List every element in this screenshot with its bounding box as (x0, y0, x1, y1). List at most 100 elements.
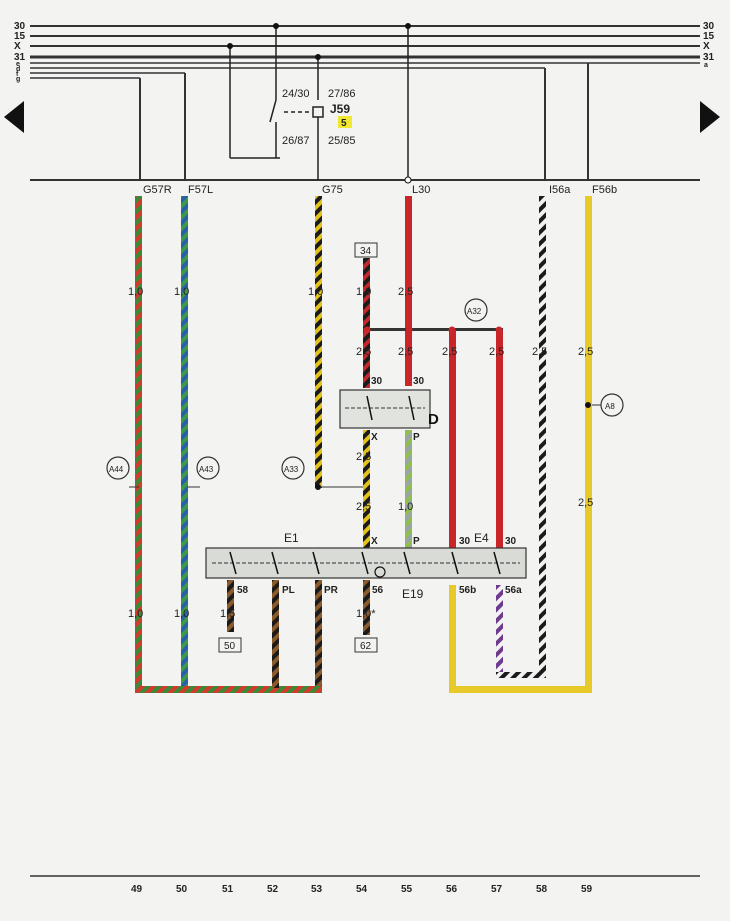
cs-label: 2,5 (532, 346, 547, 358)
wire-50 (181, 196, 188, 688)
column-number: 56 (446, 884, 458, 895)
ref-box-50 (218, 637, 242, 653)
junction-dot (405, 326, 413, 334)
connectors (106, 298, 624, 488)
wire-loop-57-58 (496, 672, 546, 678)
relay-pin-24-30: 24/30 (282, 88, 310, 100)
junction-dot (227, 43, 233, 49)
cs-label: 2,5 (442, 346, 457, 358)
power-buses (30, 25, 700, 79)
switch-block-e1-e4 (205, 547, 527, 579)
relay-j59 (229, 26, 409, 180)
cs-label: 1,0* (356, 608, 376, 620)
bus-label-30-right: 30 (703, 21, 715, 32)
pin-label: PL (282, 585, 295, 596)
pin-label: 56a (505, 585, 522, 596)
wire-code-g75: G75 (322, 184, 343, 196)
switch-e1-label: E1 (284, 531, 299, 545)
column-number: 57 (491, 884, 503, 895)
ref-box-62 (354, 637, 378, 653)
column-number: 49 (131, 884, 143, 895)
ref-box-62-text: 62 (360, 641, 372, 652)
wire-code-i56a: I56a (549, 184, 571, 196)
cs-label: 1,5 (220, 608, 235, 620)
junction-dot (448, 326, 456, 334)
wire-code-l30: L30 (412, 184, 430, 196)
cs-label: 2,5 (489, 346, 504, 358)
junction-dot (585, 402, 591, 408)
junction-dot (363, 326, 371, 334)
cs-label: 1,0 (174, 286, 189, 298)
bus-label-31-right: 31 (703, 52, 715, 63)
cs-label: 2,5 (578, 346, 593, 358)
cross-section-labels: 1,0 1,0 1,0 1,0 1,5 1,0 1,0 2,5 2,5 2,5 … (128, 286, 593, 620)
ref-box-50-text: 50 (224, 641, 236, 652)
wire-53-lower (315, 580, 322, 688)
bus-label-a-right: a (704, 62, 708, 69)
wire-54-low (363, 580, 370, 635)
cs-label: 1,0 (128, 608, 143, 620)
cs-label: 2,5 (356, 501, 371, 513)
bus-drops (139, 63, 589, 180)
connector-a44: A44 (109, 465, 124, 474)
wire-55-mid (405, 430, 412, 560)
pin-label: X (371, 432, 378, 443)
pin-label: 56 (372, 585, 384, 596)
pin-label: 30 (371, 376, 383, 387)
bus-labels-left: 30 15 X 31 e d f g (14, 21, 26, 83)
junction-dot (315, 484, 321, 490)
relay-number-box (338, 116, 352, 128)
bus-label-x-left: X (14, 41, 21, 52)
cs-label: 2,5 (578, 497, 593, 509)
bus-label-x-right: X (703, 41, 710, 52)
switch-d (339, 389, 431, 429)
switch-e19-label: E19 (402, 587, 424, 601)
bus-label-e-left: e (16, 61, 20, 68)
cs-label: 1,0 (128, 286, 143, 298)
wire-49 (135, 196, 142, 688)
pin-label: PR (324, 585, 339, 596)
wire-57 (496, 330, 503, 560)
connector-a32: A32 (467, 307, 482, 316)
cs-label: 1,0 (398, 501, 413, 513)
cs-label: 2,5 (398, 286, 413, 298)
wire-code-f57l: F57L (188, 184, 213, 196)
bus-label-15-right: 15 (703, 31, 715, 42)
junction-dot (315, 54, 321, 60)
cs-label: 1,0 (308, 286, 323, 298)
wire-54-top (363, 258, 370, 388)
column-number: 59 (581, 884, 593, 895)
connector-a8: A8 (605, 402, 615, 411)
bus-label-15-left: 15 (14, 31, 26, 42)
junction-dot (405, 23, 411, 29)
relay-pin-26-87: 26/87 (282, 135, 310, 147)
relay-pin-27-86: 27/86 (328, 88, 356, 100)
bus-label-f-left: f (16, 71, 19, 78)
relay-number: 5 (341, 118, 347, 129)
switch-e4-label: E4 (474, 531, 489, 545)
bus-label-d-left: d (16, 66, 20, 73)
prev-page-arrow-icon[interactable] (4, 101, 24, 133)
bus-label-30-left: 30 (14, 21, 26, 32)
next-page-arrow-icon[interactable] (700, 101, 720, 133)
relay-pin-25-85: 25/85 (328, 135, 356, 147)
wire-a32-bridge (363, 328, 503, 331)
cs-label: 2,5 (356, 451, 371, 463)
wire-code-g57r: G57R (143, 184, 172, 196)
column-numbers: 49 50 51 52 53 54 55 56 57 58 59 (131, 884, 593, 895)
wire-55-top (405, 196, 412, 386)
pin-label: 56b (459, 585, 476, 596)
bus-labels-right: 30 15 X 31 a (703, 21, 715, 69)
pin-label: P (413, 432, 420, 443)
wire-loop-49-53 (135, 686, 322, 693)
column-number: 52 (267, 884, 279, 895)
column-number: 51 (222, 884, 234, 895)
wire-52-stub (272, 580, 279, 688)
wire-code-f56b: F56b (592, 184, 617, 196)
cs-label: 1,0 (356, 286, 371, 298)
wire-51-stub (227, 580, 234, 632)
junction-dot (495, 326, 503, 334)
wire-57-lower (496, 585, 503, 675)
connector-a43: A43 (199, 465, 214, 474)
wire-54-mid (363, 430, 370, 560)
